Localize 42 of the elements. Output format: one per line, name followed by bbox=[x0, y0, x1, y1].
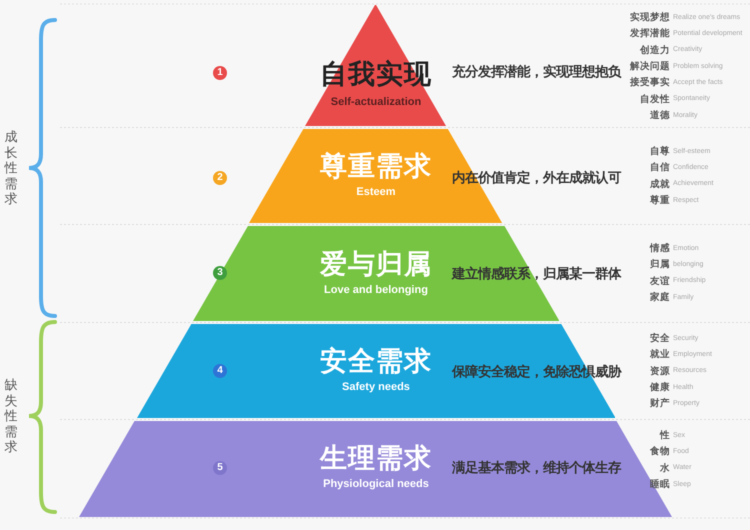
keyword: 安全 bbox=[650, 333, 670, 344]
tier-title: 生理需求 bbox=[320, 443, 432, 475]
keyword: 成就 bbox=[650, 178, 670, 190]
keyword: 道德 bbox=[650, 110, 670, 122]
keyword: 友谊 bbox=[650, 276, 670, 287]
keyword: 归属 bbox=[650, 259, 670, 271]
keyword: 资源 bbox=[650, 366, 670, 377]
keyword: 自信 bbox=[650, 162, 670, 174]
number-badge: 1 bbox=[213, 66, 227, 80]
bracket-label: 成长性需求 bbox=[4, 129, 18, 207]
keyword: 财产 bbox=[650, 398, 670, 410]
keyword: 自尊 bbox=[650, 146, 670, 158]
tier-title: 安全需求 bbox=[320, 346, 432, 378]
number-badge: 2 bbox=[213, 171, 227, 185]
keyword: 水 bbox=[660, 462, 670, 474]
keyword: 自发性 bbox=[640, 94, 670, 105]
tier-subtitle: Love and belonging bbox=[324, 284, 428, 296]
tier-subtitle: Esteem bbox=[356, 186, 396, 198]
pyramid-tier bbox=[249, 129, 503, 223]
tier-description: 充分发挥潜能，实现理想抱负 bbox=[452, 64, 621, 80]
keyword: 发挥潜能 bbox=[630, 28, 670, 40]
keyword: 性 bbox=[660, 430, 670, 442]
number-badge: 3 bbox=[213, 266, 227, 280]
keyword: 创造力 bbox=[640, 44, 670, 56]
tier-description: 满足基本需求，维持个体生存 bbox=[452, 460, 621, 476]
keyword: 实现梦想 bbox=[630, 12, 670, 24]
keyword: 解决问题 bbox=[630, 60, 670, 72]
tier-subtitle: Self-actualization bbox=[330, 96, 422, 108]
bracket-label: 缺失性需求 bbox=[4, 377, 18, 455]
keyword: 食物 bbox=[650, 446, 670, 458]
keyword: 家庭 bbox=[650, 292, 670, 304]
tier-title: 爱与归属 bbox=[320, 249, 432, 281]
keyword: 情感 bbox=[650, 243, 670, 254]
keyword: 健康 bbox=[650, 382, 670, 394]
tier-subtitle: Safety needs bbox=[342, 380, 410, 394]
tier-title: 尊重需求 bbox=[320, 151, 432, 183]
keyword: 接受事实 bbox=[630, 77, 670, 89]
keyword: 尊重 bbox=[650, 194, 670, 206]
tier-description: 建立情感联系，归属某一群体 bbox=[452, 266, 621, 282]
keyword: 就业 bbox=[650, 349, 670, 361]
tier-subtitle: Physiological needs bbox=[323, 478, 429, 490]
pyramid-tier bbox=[79, 421, 672, 517]
